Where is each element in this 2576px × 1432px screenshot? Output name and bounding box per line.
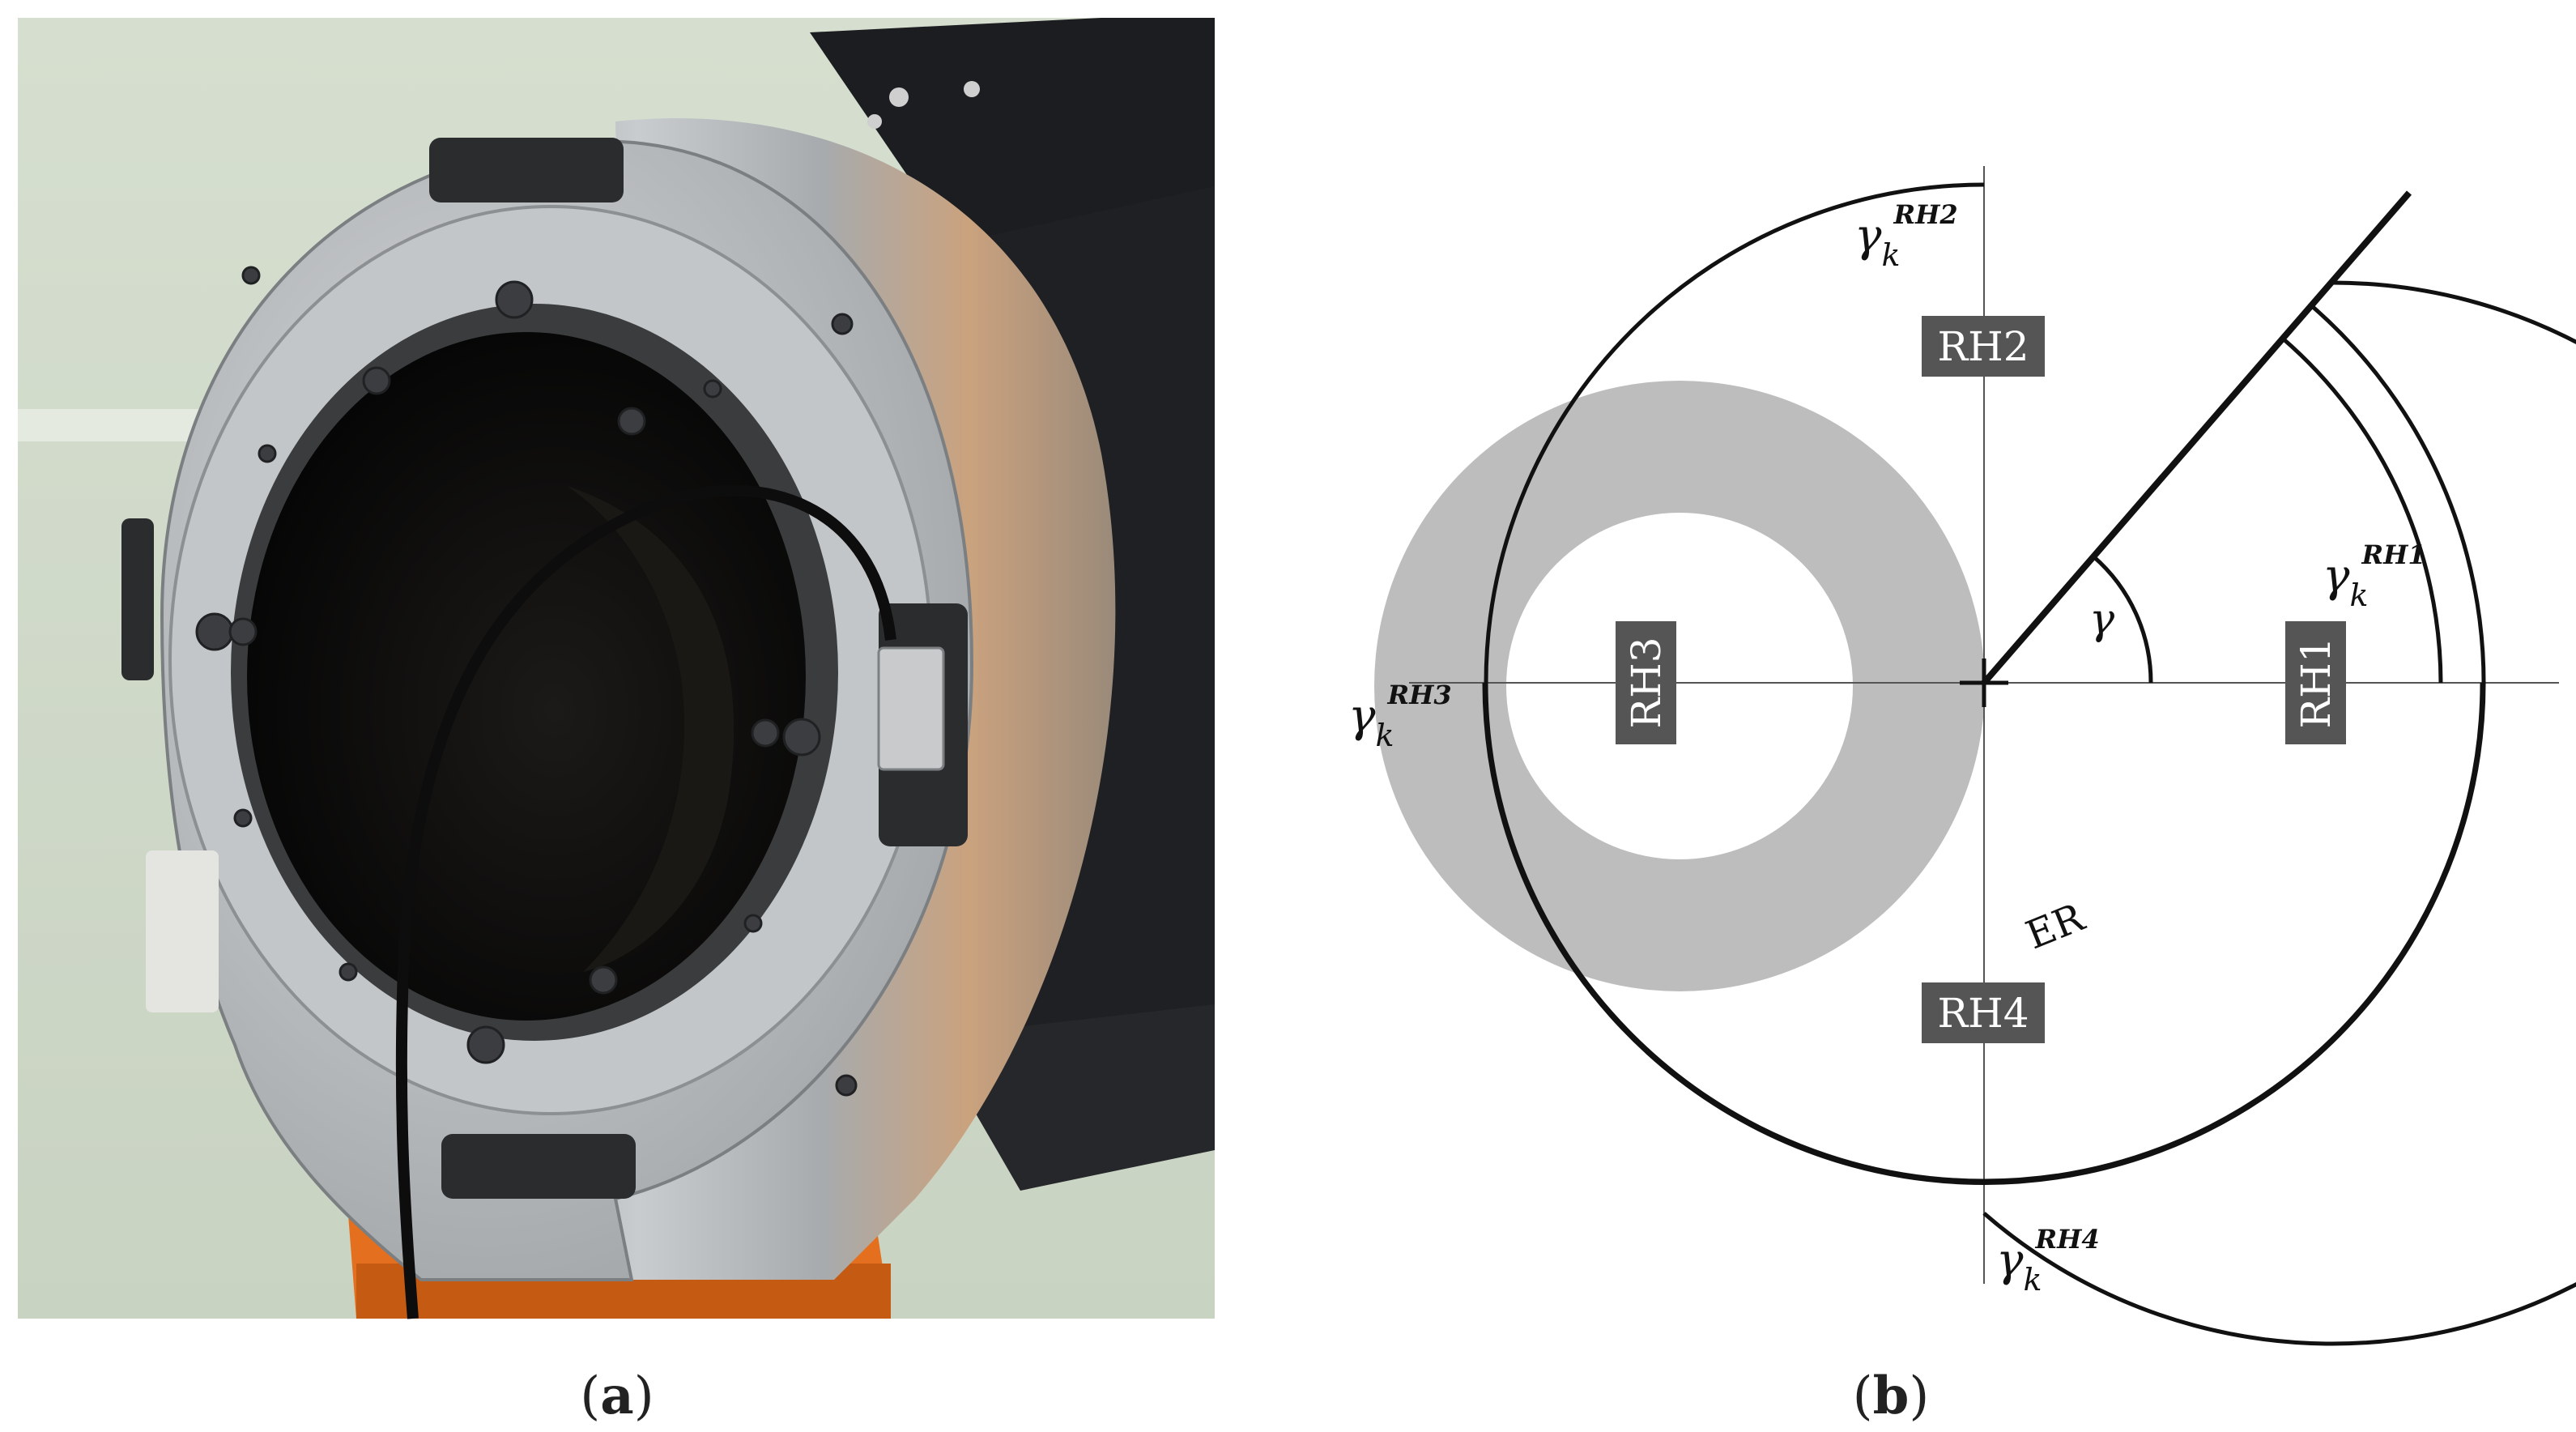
gamma-label-rh4-sup: RH4 xyxy=(2035,1224,2100,1255)
clamp-block-left xyxy=(121,518,154,680)
gamma-label-rh2-sub: k xyxy=(1881,237,1900,273)
gamma-angle-arc xyxy=(2092,555,2153,684)
bolts xyxy=(195,266,858,1097)
arc-rh3-line xyxy=(1482,305,2486,1185)
head-rh3: RH3 xyxy=(1616,621,1676,744)
head-rh4-label: RH4 xyxy=(1937,990,2029,1037)
gamma-label-rh1: γk RH1 xyxy=(2323,539,2426,613)
head-rh2: RH2 xyxy=(1922,316,2045,377)
gamma-angle-label: γ xyxy=(2089,595,2115,644)
arc-rh4-line xyxy=(1982,280,2576,1346)
side-mount xyxy=(146,850,219,1012)
panel-a-photo xyxy=(18,18,1215,1319)
gamma-label-rh2-symbol: γ xyxy=(1854,210,1882,262)
gamma-label-rh3: γk RH3 xyxy=(1348,680,1452,753)
head-rh4-box xyxy=(1922,982,2045,1043)
head-rh3-box xyxy=(1616,621,1676,744)
caption-a: (a) xyxy=(580,1366,654,1426)
gamma-label-rh3-sup: RH3 xyxy=(1387,680,1452,710)
gamma-label-rh3-sub: k xyxy=(1375,718,1394,753)
gamma-label-rh2-sup: RH2 xyxy=(1893,199,1958,230)
head-rh2-label: RH2 xyxy=(1937,323,2029,370)
head-rh1-box xyxy=(2285,621,2346,744)
bore-inner-shading xyxy=(567,486,734,972)
clamp-block-bottom xyxy=(441,1134,636,1199)
gamma-label-rh4-symbol: γ xyxy=(1996,1234,2024,1287)
gamma-label-rh1-sub: k xyxy=(2349,577,2368,613)
clamp-block-top xyxy=(429,138,624,202)
caption-b: (b) xyxy=(1853,1366,1930,1426)
sensor-housing xyxy=(877,646,945,771)
head-rh3-label: RH3 xyxy=(1623,637,1670,728)
ring-er xyxy=(1374,381,1985,991)
angle-ray xyxy=(1981,190,2412,685)
arc-rh1 xyxy=(2281,337,2443,684)
head-rh1: RH1 xyxy=(2285,621,2346,744)
gamma-label-rh2: γk RH2 xyxy=(1854,199,1958,273)
caption-a-letter: a xyxy=(600,1366,633,1426)
head-rh4: RH4 xyxy=(1922,982,2045,1043)
head-rh1-label: RH1 xyxy=(2293,637,2340,728)
panel-b-diagram: γ RH2 RH4 RH3 RH1 ER xyxy=(1348,166,2576,1346)
gamma-label-rh1-symbol: γ xyxy=(2323,550,2350,603)
caption-b-letter: b xyxy=(1873,1366,1910,1426)
sensor-cable xyxy=(395,484,896,1319)
ring-label-er: ER xyxy=(2020,894,2092,958)
gamma-label-rh1-sup: RH1 xyxy=(2361,539,2426,570)
head-rh2-box xyxy=(1922,316,2045,377)
gamma-label-rh4: γk RH4 xyxy=(1996,1224,2100,1298)
gamma-label-rh4-sub: k xyxy=(2023,1262,2042,1298)
gamma-label-rh3-symbol: γ xyxy=(1348,690,1376,743)
